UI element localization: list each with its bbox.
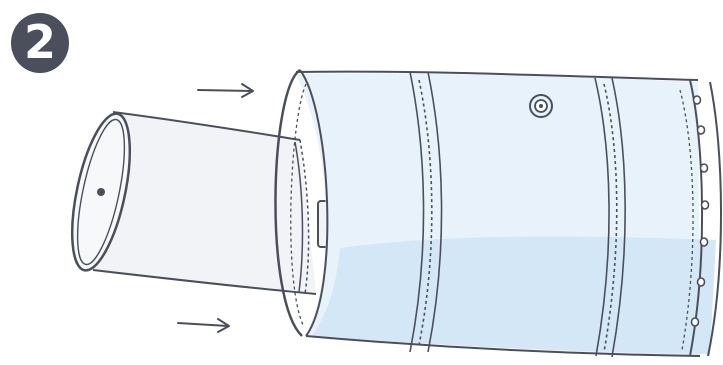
right-arrow-icon [198,84,253,97]
valve-icon [530,95,552,117]
inner-tube-hole [97,188,105,196]
water-level [312,236,716,354]
right-arrow-icon [178,319,229,332]
inner-tube [61,109,330,294]
outer-tube [275,70,721,357]
